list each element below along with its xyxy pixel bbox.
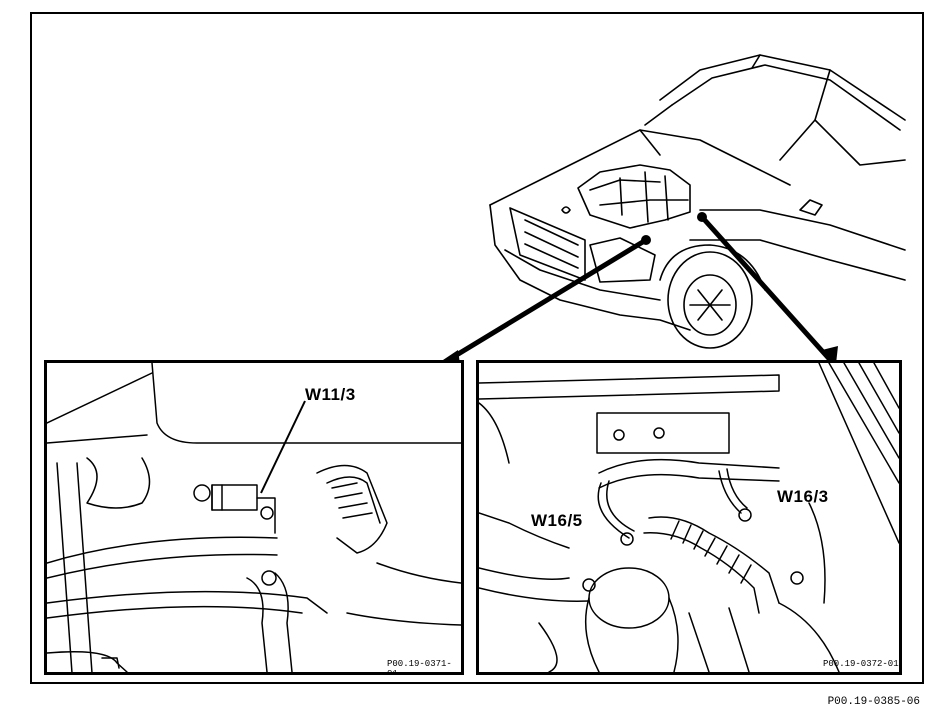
label-w16-3: W16/3 <box>777 487 829 506</box>
inset-left-drawing <box>47 363 461 672</box>
inset-left-code: P00.19-0371-01 <box>387 659 452 675</box>
inset-right-code: P00.19-0372-01 <box>823 659 899 669</box>
label-w11-3: W11/3 <box>305 385 356 404</box>
label-w16-5: W16/5 <box>531 511 583 530</box>
inset-right-drawing <box>479 363 899 672</box>
detail-inset-right: W16/5 W16/3 P00.19-0372-01 <box>476 360 902 675</box>
detail-inset-left: W11/3 P00.19-0371-01 <box>44 360 464 675</box>
diagram-frame <box>30 12 924 684</box>
figure-code: P00.19-0385-06 <box>827 696 920 708</box>
